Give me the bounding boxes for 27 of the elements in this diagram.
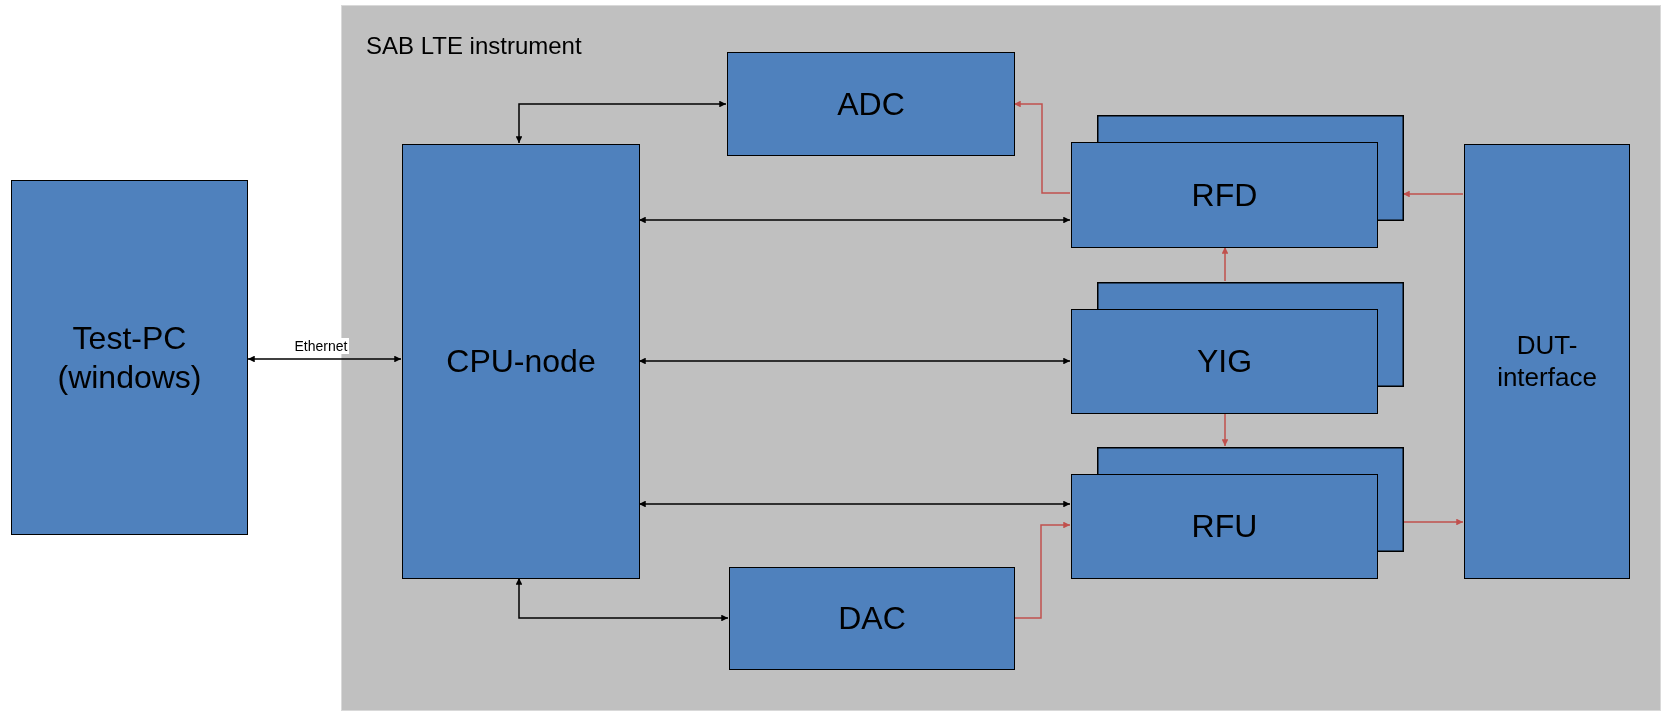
arrow — [1402, 190, 1464, 198]
box-label: ADC — [837, 84, 905, 124]
box-label: RFU — [1191, 507, 1258, 546]
arrow — [638, 357, 1071, 365]
arrow — [1013, 521, 1071, 619]
arrow — [515, 577, 729, 622]
panel-title: SAB LTE instrument — [366, 32, 582, 60]
process-box — [1464, 144, 1630, 579]
box-label: DUT-interface — [1496, 330, 1598, 393]
process-box — [402, 144, 640, 579]
box-label: YIG — [1196, 342, 1253, 381]
process-box — [11, 180, 248, 535]
box-label: RFD — [1191, 175, 1258, 215]
box-label: DAC — [838, 599, 906, 638]
box-label: CPU-node — [446, 342, 596, 381]
arrow — [247, 355, 402, 363]
arrow — [1221, 246, 1229, 282]
box-label: Test-PC (windows) — [56, 319, 203, 396]
arrow — [638, 216, 1071, 224]
edge-label: Ethernet — [292, 338, 350, 354]
process-box — [727, 52, 1015, 156]
arrow — [1402, 518, 1464, 526]
arrow — [1013, 100, 1071, 194]
arrow — [1221, 412, 1229, 447]
process-box — [729, 567, 1015, 670]
arrow — [515, 100, 727, 144]
arrow — [638, 500, 1071, 508]
